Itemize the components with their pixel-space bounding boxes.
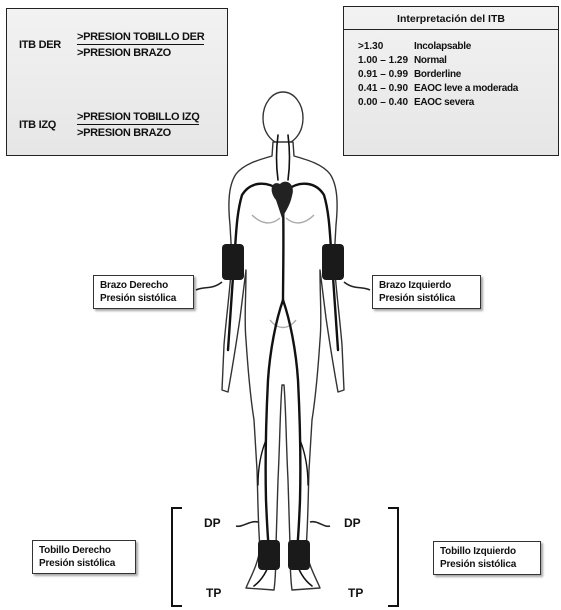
ankle-left-label: Tobillo Izquierdo Presión sistólica — [433, 541, 541, 575]
itb-formula-box: ITB DER >PRESION TOBILLO DER >PRESION BR… — [6, 8, 228, 156]
interpretation-label: EAOC severa — [414, 96, 558, 110]
ankle-right-label-line2: Presión sistólica — [39, 557, 129, 570]
interpretation-label: EAOC leve a moderada — [414, 82, 558, 96]
itb-left-formula: ITB IZQ >PRESION TOBILLO IZQ >PRESION BR… — [15, 107, 223, 149]
arm-left-label-line2: Presión sistólica — [379, 292, 474, 305]
bracket-left — [388, 508, 398, 606]
cuff-arm-right — [222, 244, 244, 280]
interpretation-label: Borderline — [414, 68, 558, 82]
cuff-ankle-right — [258, 540, 280, 570]
itb-right-name: ITB DER — [19, 39, 61, 51]
head-outline — [263, 92, 303, 144]
bracket-right — [172, 508, 182, 606]
arm-left-label-line1: Brazo Izquierdo — [379, 279, 474, 292]
interpretation-row: 0.00 – 0.40 EAOC severa — [344, 96, 558, 110]
interpretation-row: 0.91 – 0.99 Borderline — [344, 68, 558, 82]
itb-left-numerator: >PRESION TOBILLO IZQ — [77, 111, 199, 125]
interpretation-range: 1.00 – 1.29 — [344, 54, 414, 68]
arm-right-label-line2: Presión sistólica — [100, 292, 187, 305]
itb-left-denominator: >PRESION BRAZO — [77, 127, 227, 139]
interpretation-label: Incolapsable — [414, 40, 558, 54]
itb-left-name: ITB IZQ — [19, 119, 56, 131]
itb-interpretation-table: Interpretación del ITB >1.30 Incolapsabl… — [343, 6, 559, 156]
pulse-dp-right: DP — [204, 516, 221, 530]
interpretation-range: 0.41 – 0.90 — [344, 82, 414, 96]
ankle-right-label: Tobillo Derecho Presión sistólica — [32, 540, 136, 574]
interpretation-rows: >1.30 Incolapsable 1.00 – 1.29 Normal 0.… — [344, 30, 558, 110]
pulse-tp-right: TP — [206, 586, 221, 600]
interpretation-range: 0.91 – 0.99 — [344, 68, 414, 82]
interpretation-row: 1.00 – 1.29 Normal — [344, 54, 558, 68]
interpretation-label: Normal — [414, 54, 558, 68]
arm-left-label: Brazo Izquierdo Presión sistólica — [372, 275, 481, 309]
ankle-left-label-line1: Tobillo Izquierdo — [440, 545, 534, 558]
cuff-arm-left — [322, 244, 344, 280]
ankle-right-label-line1: Tobillo Derecho — [39, 544, 129, 557]
itb-right-denominator: >PRESION BRAZO — [77, 47, 227, 59]
interpretation-range: >1.30 — [344, 40, 414, 54]
pulse-dp-left: DP — [344, 516, 361, 530]
interpretation-row: >1.30 Incolapsable — [344, 40, 558, 54]
cuff-ankle-left — [288, 540, 310, 570]
interpretation-row: 0.41 – 0.90 EAOC leve a moderada — [344, 82, 558, 96]
itb-right-formula: ITB DER >PRESION TOBILLO DER >PRESION BR… — [15, 27, 223, 69]
interpretation-title: Interpretación del ITB — [344, 7, 558, 30]
arm-right-label-line1: Brazo Derecho — [100, 279, 187, 292]
ankle-left-label-line2: Presión sistólica — [440, 558, 534, 571]
pulse-tp-left: TP — [348, 586, 363, 600]
arm-right-label: Brazo Derecho Presión sistólica — [93, 275, 194, 309]
interpretation-range: 0.00 – 0.40 — [344, 96, 414, 110]
itb-right-numerator: >PRESION TOBILLO DER — [77, 31, 204, 45]
